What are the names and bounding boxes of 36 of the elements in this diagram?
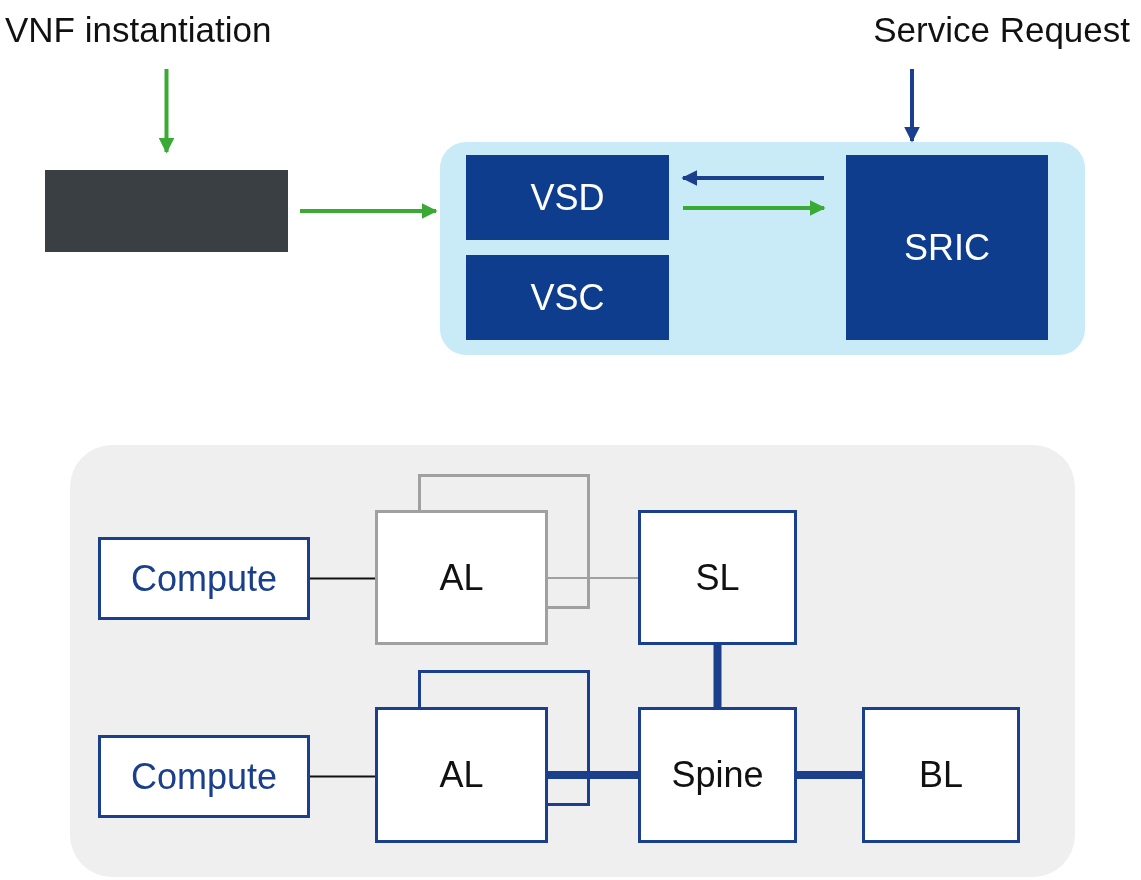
connector-line — [547, 577, 639, 579]
arrow — [681, 170, 824, 186]
node-label: AL — [439, 556, 484, 599]
switch-box — [98, 537, 310, 620]
connector-line — [309, 775, 376, 778]
platform-box — [45, 170, 288, 252]
node-label: Compute — [130, 755, 278, 798]
switch-box — [862, 707, 1020, 843]
arrow — [158, 69, 175, 154]
switch-box — [638, 510, 797, 645]
node-label: AL — [439, 754, 484, 796]
node-label: SL — [695, 556, 740, 599]
switch-box — [375, 510, 548, 645]
connector-line — [797, 771, 862, 779]
node-label: Spine — [671, 754, 764, 796]
controller-box — [846, 155, 1048, 340]
node-label: Compute — [130, 557, 278, 600]
connector-line — [713, 645, 722, 707]
switch-box — [638, 707, 797, 843]
connector-line — [548, 771, 638, 779]
node-label: VSD — [530, 176, 605, 219]
switch-box — [98, 735, 310, 818]
node-label: SRIC — [904, 226, 990, 269]
controller-box — [466, 255, 669, 340]
heading-label: Service Request — [873, 10, 1130, 50]
node-label: VSC — [530, 276, 605, 319]
arrow — [904, 69, 920, 143]
arrow — [683, 200, 826, 216]
arrow — [300, 203, 438, 219]
network-panel — [70, 445, 1075, 877]
controller-panel — [440, 142, 1085, 355]
heading-label: VNF instantiation — [5, 10, 272, 50]
switch-box — [375, 707, 548, 843]
connector-line — [309, 577, 376, 580]
controller-box — [466, 155, 669, 240]
node-label: BL — [918, 754, 963, 796]
